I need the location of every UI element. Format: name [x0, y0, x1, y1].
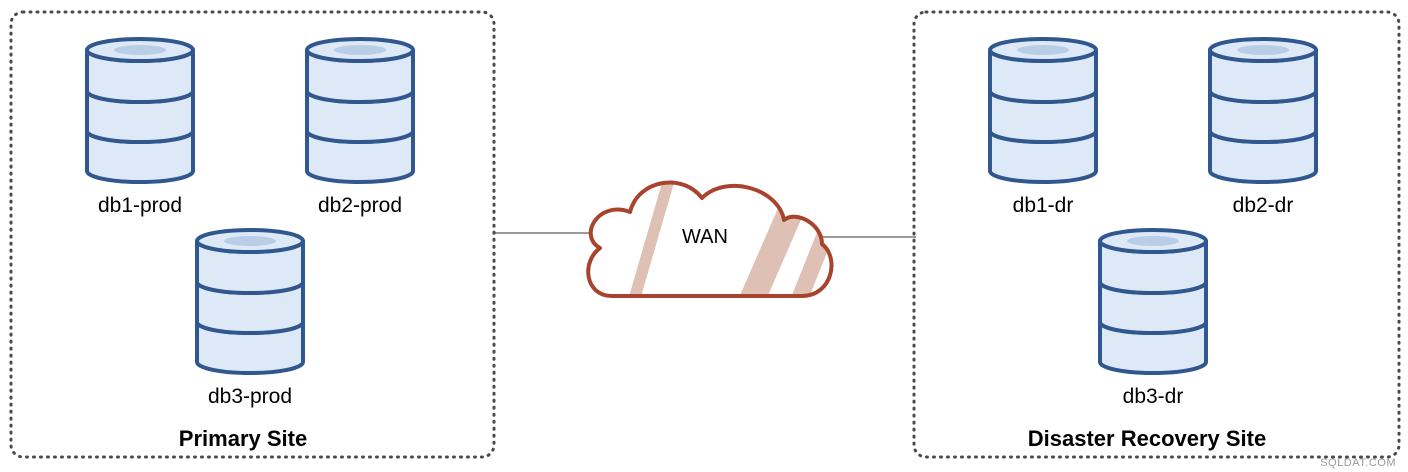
db3-dr-label: db3-dr	[1123, 385, 1184, 408]
db1-prod-label: db1-prod	[98, 194, 182, 217]
db2-prod-database-icon	[305, 37, 415, 184]
db3-prod-label: db3-prod	[208, 385, 292, 408]
db1-prod-database-icon	[85, 37, 195, 184]
db1-dr-database-icon	[988, 37, 1098, 184]
watermark-text: SQLDAT.COM	[1320, 457, 1396, 469]
db2-dr-label: db2-dr	[1233, 194, 1294, 217]
wan-label: WAN	[682, 226, 728, 248]
db3-dr-database-icon	[1098, 228, 1208, 375]
primary-site-container	[9, 10, 496, 459]
db3-prod-database-icon	[195, 228, 305, 375]
primary-site-label: Primary Site	[179, 426, 307, 451]
dr-site-container	[912, 10, 1401, 459]
wan-cloud-icon	[586, 180, 834, 298]
dr-site-label: Disaster Recovery Site	[1028, 426, 1266, 451]
db2-dr-database-icon	[1208, 37, 1318, 184]
db1-dr-label: db1-dr	[1013, 194, 1074, 217]
db2-prod-label: db2-prod	[318, 194, 402, 217]
